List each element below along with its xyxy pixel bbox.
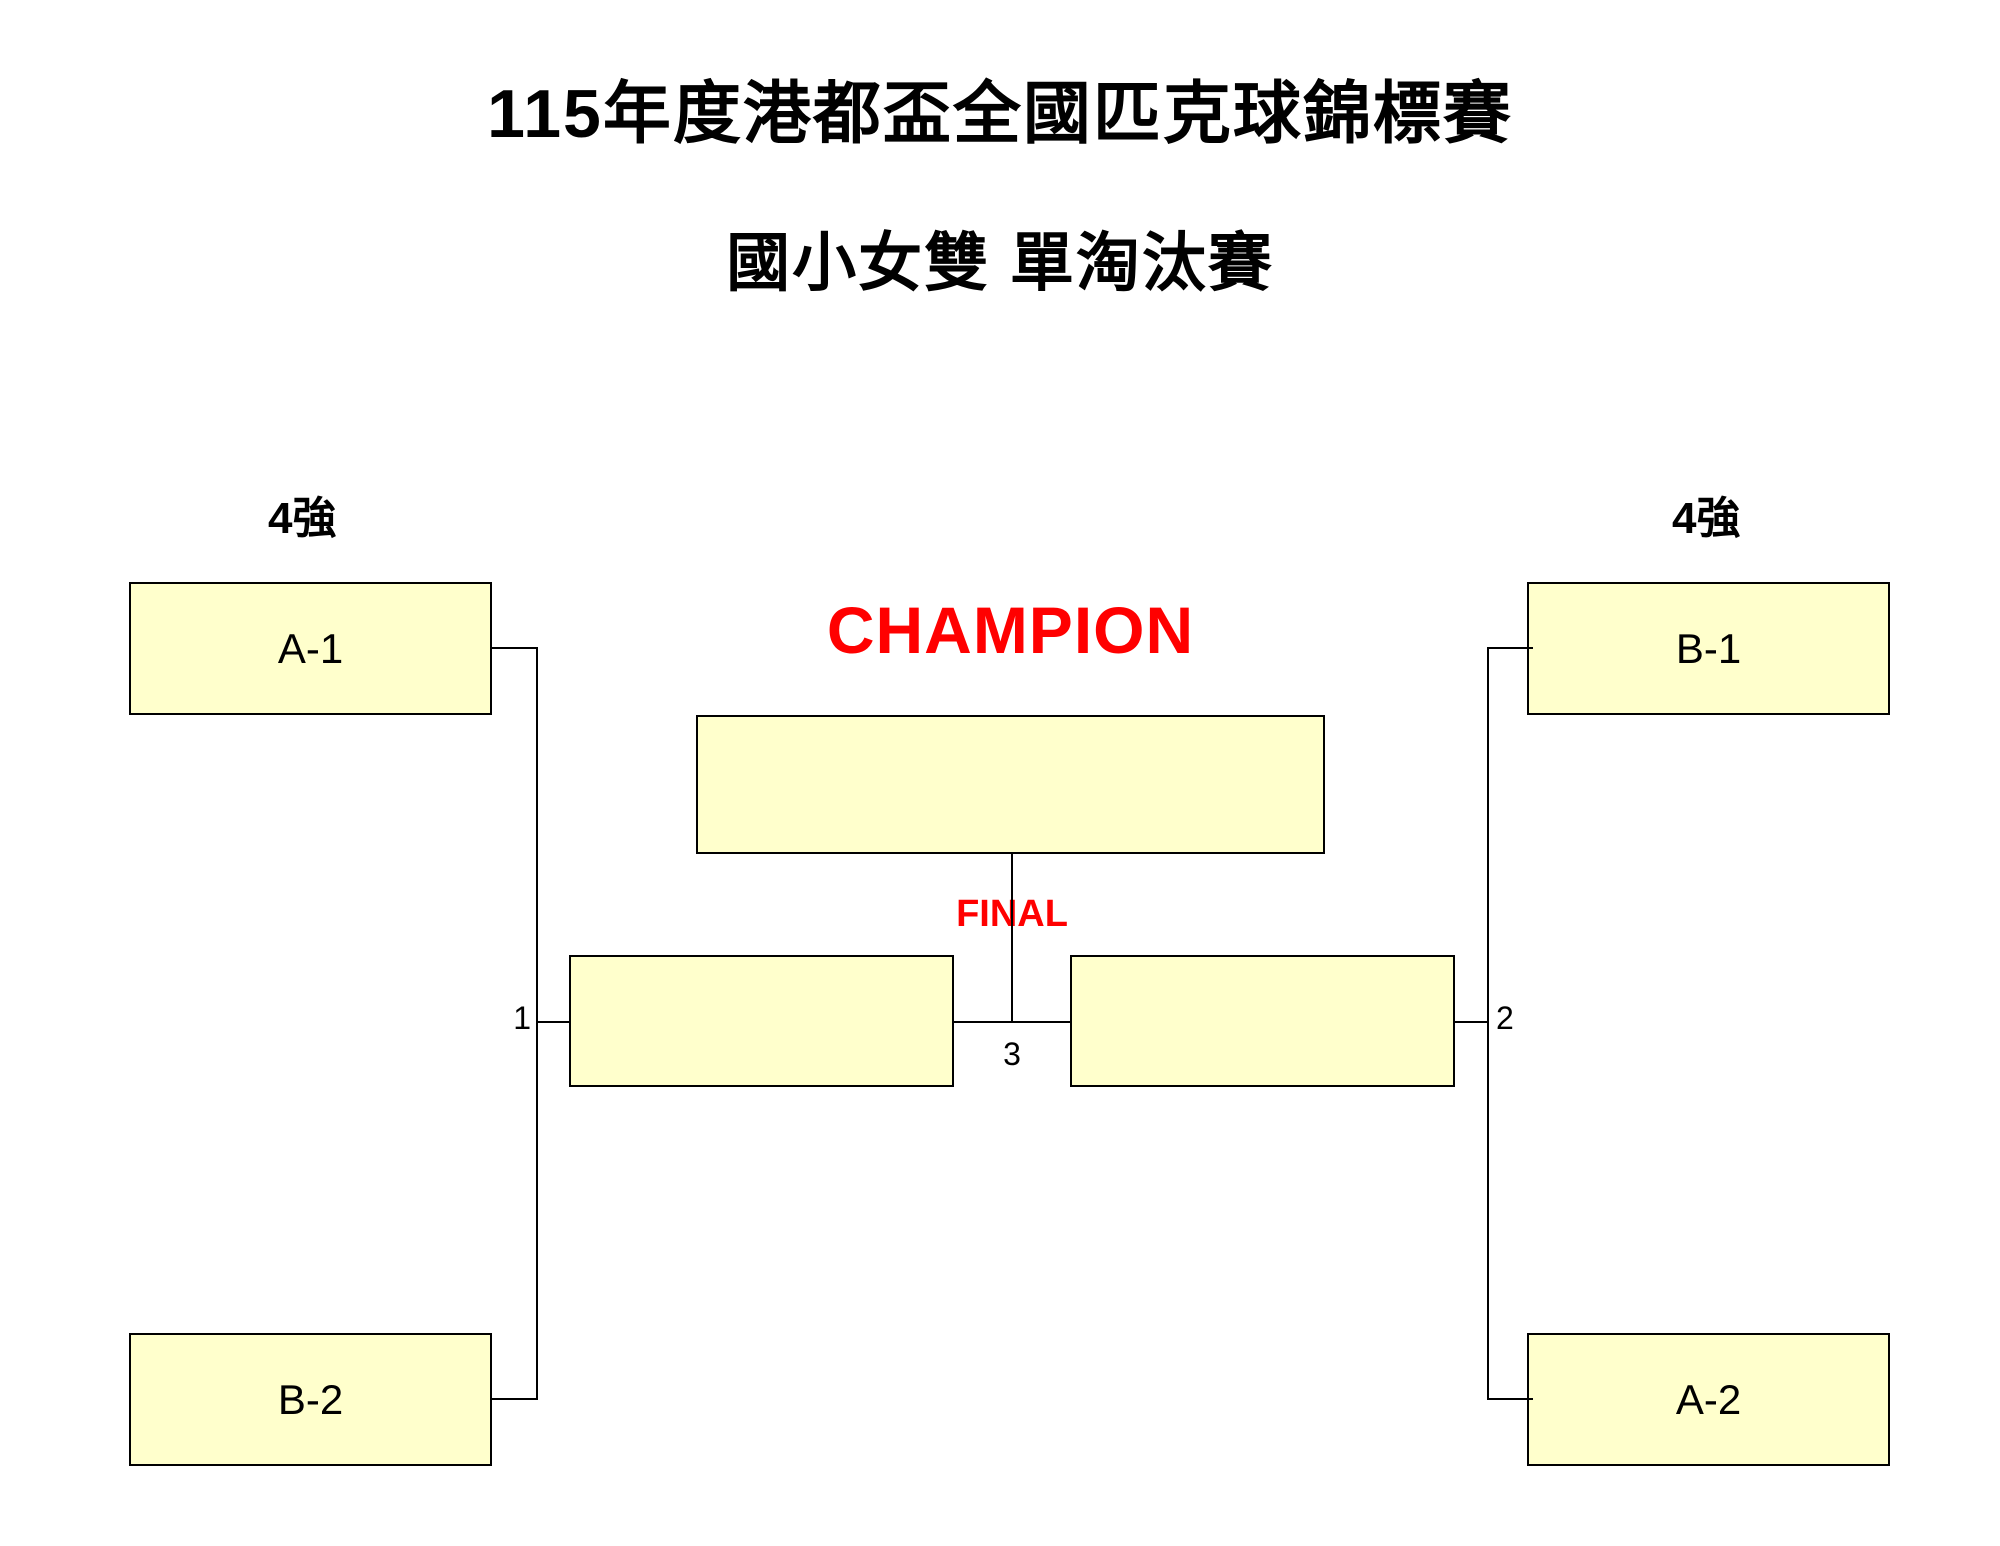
- match-number-3: 3: [1003, 1036, 1021, 1072]
- seed-label: A-1: [277, 624, 344, 672]
- match-number-2: 2: [1496, 1000, 1514, 1036]
- match-number-1: 1: [513, 1000, 531, 1036]
- connector-left-top-horizontal: [492, 647, 538, 649]
- seed-label: B-2: [277, 1375, 344, 1423]
- seed-box-left-bottom: B-2: [129, 1333, 492, 1466]
- champion-box: [696, 715, 1325, 854]
- seed-label: A-2: [1675, 1375, 1742, 1423]
- connector-right-top-horizontal: [1487, 647, 1533, 649]
- round-label-left: 4強: [268, 494, 337, 543]
- connector-champion-vertical: [1011, 854, 1013, 1023]
- seed-box-right-bottom: A-2: [1527, 1333, 1890, 1466]
- connector-left-bottom-horizontal: [492, 1398, 538, 1400]
- seed-box-right-top: B-1: [1527, 582, 1890, 715]
- connector-right-vertical: [1487, 647, 1489, 1400]
- champion-heading: CHAMPION: [826, 593, 1195, 667]
- page-subtitle: 國小女雙 單淘汰賽: [726, 227, 1274, 299]
- seed-box-left-top: A-1: [129, 582, 492, 715]
- round-label-right: 4強: [1672, 494, 1741, 543]
- finalist-box-left: [569, 955, 954, 1087]
- finalist-box-right: [1070, 955, 1455, 1087]
- connector-left-vertical: [536, 647, 538, 1400]
- seed-label: B-1: [1675, 624, 1742, 672]
- connector-right-bottom-horizontal: [1487, 1398, 1533, 1400]
- connector-left-to-semifinal: [536, 1021, 569, 1023]
- connector-right-to-semifinal: [1454, 1021, 1489, 1023]
- page-title: 115年度港都盃全國匹克球錦標賽: [487, 76, 1513, 152]
